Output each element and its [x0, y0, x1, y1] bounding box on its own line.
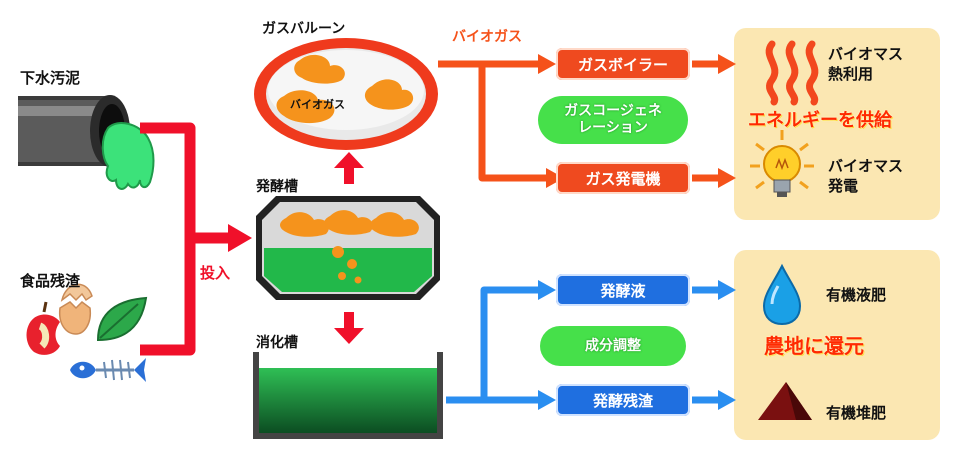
fermenter-tank-icon — [256, 196, 440, 300]
egg-shell-icon — [58, 283, 93, 335]
gas-generator-box: ガス発電機 — [556, 162, 690, 194]
fermenter-label: 発酵槽 — [256, 179, 298, 195]
biomass-heat-label: バイオマス 熱利用 — [828, 45, 904, 83]
compost-mound-icon — [758, 382, 812, 420]
input-label: 投入 — [200, 264, 231, 282]
water-drop-icon — [762, 263, 802, 326]
light-bulb-icon — [750, 130, 814, 197]
fermentation-liquid-box: 発酵液 — [556, 274, 690, 306]
digester-label: 消化槽 — [256, 335, 298, 351]
energy-supply-label: エネルギーを供給 — [748, 110, 892, 131]
biogas-branch-arrows — [438, 60, 720, 182]
digester-tank-icon — [253, 352, 443, 439]
heat-waves-icon — [765, 40, 819, 106]
return-to-farmland-label: 農地に還元 — [764, 334, 864, 358]
fermentation-residue-box: 発酵残渣 — [556, 384, 690, 416]
food-waste-label: 食品残渣 — [20, 272, 81, 290]
sewage-sludge-label: 下水汚泥 — [20, 69, 81, 87]
gas-balloon-icon — [254, 38, 438, 150]
gas-boiler-box: ガスボイラー — [556, 48, 690, 80]
input-arrow — [140, 122, 230, 356]
digestate-branch-arrows — [446, 286, 720, 404]
biogas-label: バイオガス — [452, 29, 522, 45]
balloon-biogas-label: バイオガス — [290, 98, 345, 111]
sludge-icon — [101, 122, 155, 190]
organic-liquid-fert-label: 有機液肥 — [826, 286, 887, 304]
gas-balloon-label: ガスバルーン — [262, 21, 346, 37]
component-adjust-pill: 成分調整 — [540, 326, 686, 366]
biomass-power-label: バイオマス 発電 — [828, 157, 904, 195]
apple-core-icon — [26, 301, 60, 355]
leaf-icon — [96, 296, 148, 342]
organic-compost-label: 有機堆肥 — [826, 404, 887, 422]
gas-cogeneration-pill: ガスコージェネ レーション — [538, 96, 688, 144]
fish-bone-icon — [70, 358, 146, 382]
